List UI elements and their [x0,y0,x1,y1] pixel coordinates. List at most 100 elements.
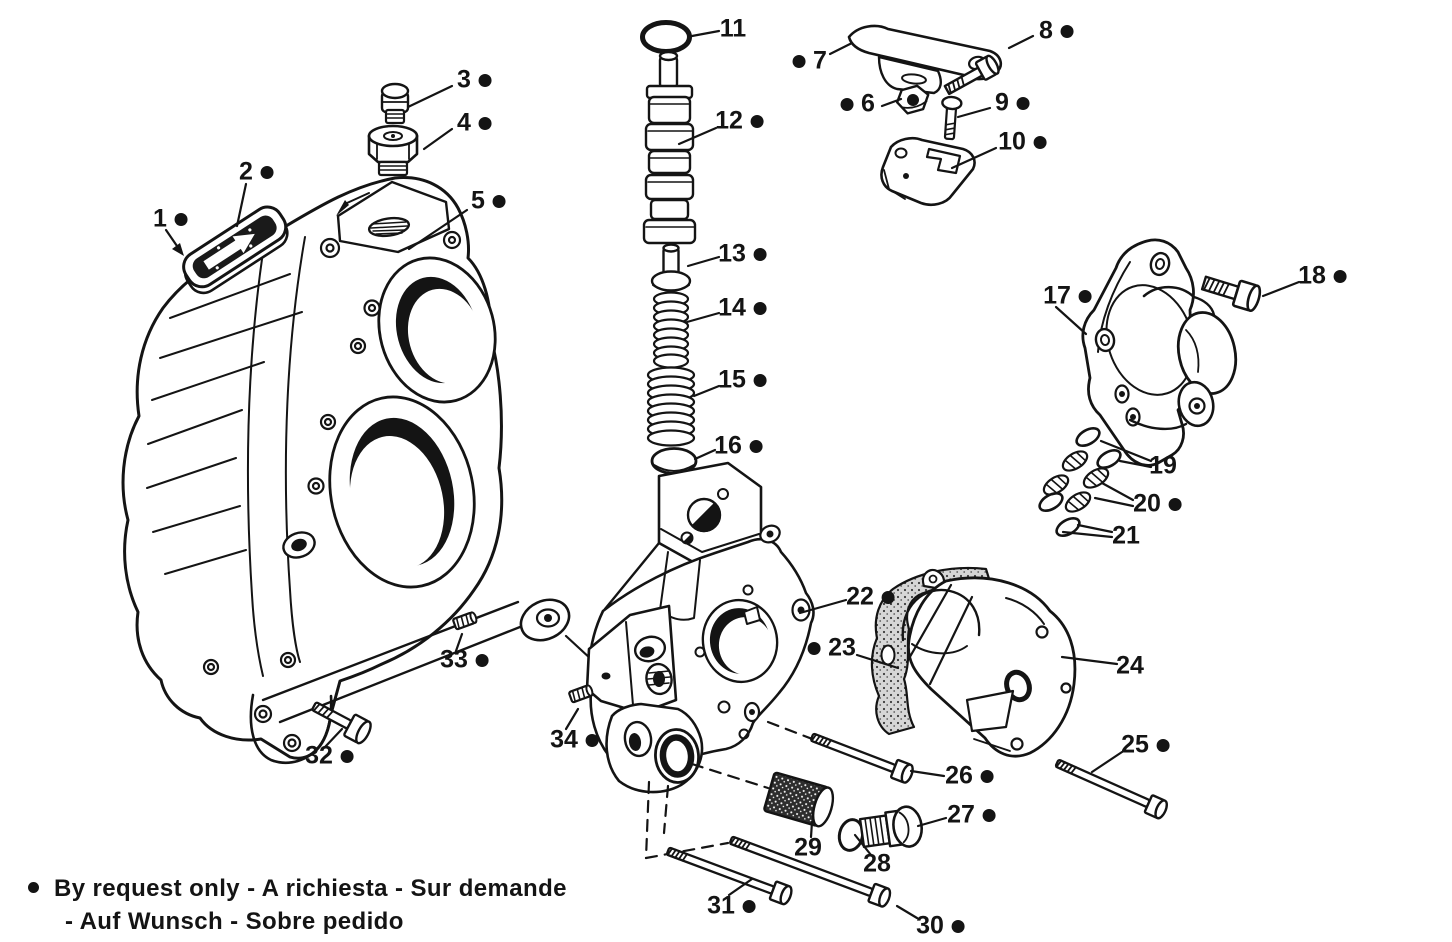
callout-dot [982,808,996,822]
callout-dot [1333,269,1347,283]
callout-dot [340,749,354,763]
callout-dot [1060,24,1074,38]
callout-dot [840,97,854,111]
part-22-valve-body [585,461,815,794]
part-18-bolt [1200,275,1262,313]
leader-33 [454,632,464,653]
callout-21: 21 [1112,521,1140,550]
callout-dot [980,769,994,783]
callout-dot [951,919,965,933]
part-33-grub-screw [452,611,478,631]
leader-22 [798,598,848,615]
callout-14: 14 [718,294,767,323]
callout-5: 5 [471,187,506,216]
leader-18 [1261,280,1301,298]
part-9-screw [941,95,963,141]
callout-23: 23 [807,634,856,663]
callout-dot [1168,497,1182,511]
callout-30: 30 [916,912,965,941]
callout-25: 25 [1121,731,1170,760]
legend-row-1: By request only - A richiesta - Sur dema… [28,872,567,905]
callout-dot [1078,289,1092,303]
callout-dot [585,733,599,747]
leader-12 [677,126,718,146]
leader-7 [828,41,854,56]
callout-dot [807,641,821,655]
callout-19: 19 [1149,451,1177,480]
callout-10: 10 [998,128,1047,157]
callout-dot [742,899,756,913]
callout-27: 27 [947,801,996,830]
callout-dot [492,194,506,208]
leader-16 [693,448,717,461]
part-17-flange-cover [1081,238,1238,467]
part-13-poppet [650,243,692,292]
alignment-dashed-lines [644,720,830,860]
callout-9: 9 [995,89,1030,118]
callout-dot [753,373,767,387]
callout-dot [478,116,492,130]
callout-28: 28 [863,849,891,878]
part-7-lever [847,24,1003,95]
callout-dot [174,212,188,226]
leader-3 [406,84,454,109]
leader-29 [809,820,814,839]
callout-29: 29 [794,833,822,862]
callout-dot [753,301,767,315]
callout-24: 24 [1116,651,1144,680]
legend-line2: - Auf Wunsch - Sobre pedido [65,908,404,935]
legend: By request only - A richiesta - Sur dema… [28,872,567,938]
callout-34: 34 [550,726,599,755]
part-25-bolt [1054,759,1168,820]
part-15-spring [646,366,696,447]
callout-11: 11 [719,14,747,43]
leader-27 [916,816,948,828]
legend-bullet-icon [28,882,39,893]
callout-dot [260,165,274,179]
callout-dot [749,439,763,453]
part-20-springs [1042,450,1110,513]
leader-30 [895,904,919,920]
part-1-2-label-plate [182,205,289,295]
leader-31 [727,877,754,897]
leader-32 [323,727,344,749]
leader-19 [1099,439,1153,469]
callout-22: 22 [846,583,895,612]
callout-7: 7 [792,47,827,76]
callout-15: 15 [718,366,767,395]
leader-11 [690,29,721,38]
callout-2: 2 [239,158,274,187]
callout-1: 1 [153,205,188,234]
callout-20: 20 [1133,490,1182,519]
callout-dot [475,653,489,667]
leader-10 [950,146,998,170]
leader-1-arrowhead [172,243,184,256]
part-8-bolt [943,54,1000,96]
legend-row-2: - Auf Wunsch - Sobre pedido [28,905,567,938]
callout-dot [881,590,895,604]
part-30-bolt [729,835,892,908]
leader-5 [407,208,469,251]
callout-18: 18 [1298,262,1347,291]
leader-21 [1061,523,1114,539]
callout-8: 8 [1039,17,1074,46]
callout-33: 33 [440,646,489,675]
legend-line1: By request only - A richiesta - Sur dema… [54,875,567,902]
callout-dot [1156,738,1170,752]
leader-24 [1060,655,1119,666]
callout-32: 32 [305,742,354,771]
leader-4 [422,127,454,151]
callout-dot [753,247,767,261]
leader-6 [880,97,903,108]
leader-20 [1093,481,1135,508]
leader-15 [692,384,721,398]
callout-16: 16 [714,432,763,461]
leader-14 [685,311,721,324]
leader-17 [1054,305,1088,336]
part-32-bolt [311,701,372,745]
leader-2 [235,182,248,228]
part-14-spring [652,291,690,369]
part-29-filter-screen [763,771,835,828]
